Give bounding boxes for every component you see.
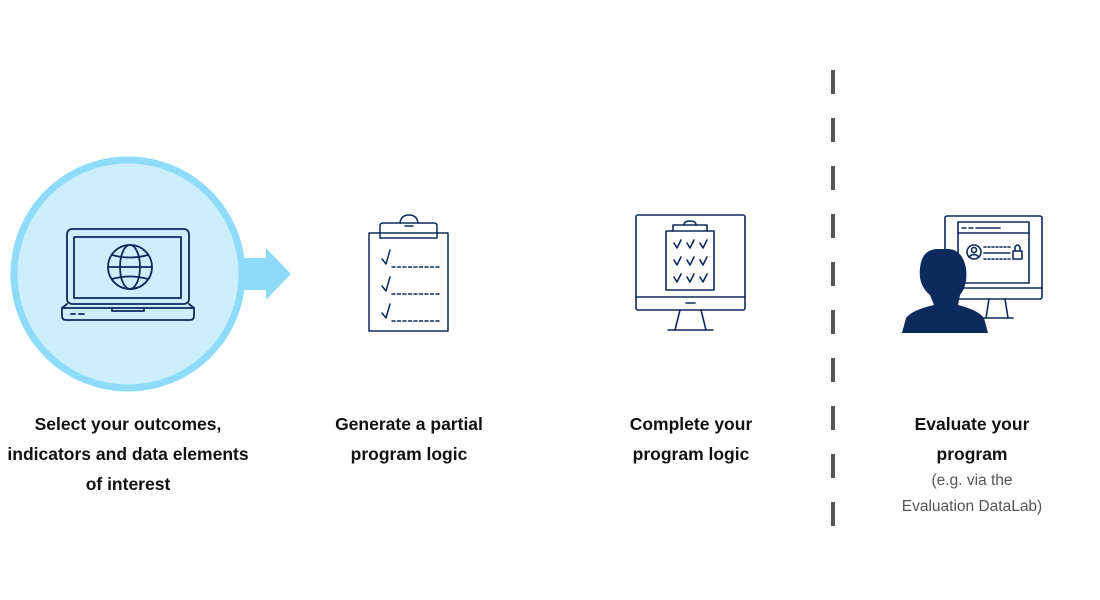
- step-evaluate-sublabel: (e.g. via the Evaluation DataLab): [901, 472, 1043, 515]
- step-generate-label: Generate a partial program logic: [335, 414, 483, 464]
- step-select-label: Select your outcomes, indicators and dat…: [7, 414, 249, 494]
- step-complete-label: Complete your program logic: [629, 414, 753, 464]
- step-evaluate-label: Evaluate your program: [914, 414, 1030, 464]
